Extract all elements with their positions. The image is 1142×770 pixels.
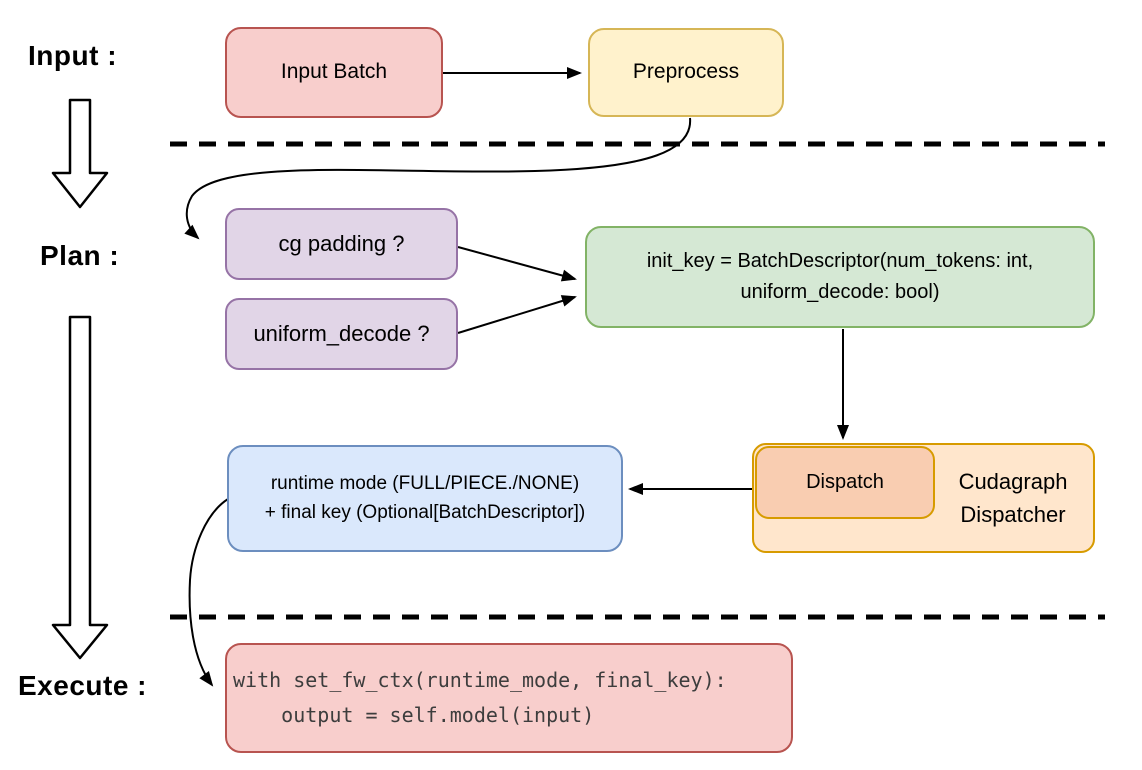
node-dispatch-label: Dispatch xyxy=(806,471,884,493)
runtime-mode-line1: runtime mode (FULL/PIECE./NONE) xyxy=(270,473,580,494)
node-runtime-mode-final-key: runtime mode (FULL/PIECE./NONE) + final … xyxy=(227,445,623,552)
node-init-key: init_key = BatchDescriptor(num_tokens: i… xyxy=(585,226,1095,328)
cudagraph-label-line2: Dispatcher xyxy=(960,502,1066,527)
node-cudagraph-dispatcher-label: Cudagraph Dispatcher xyxy=(937,445,1089,551)
stage-label-execute: Execute : xyxy=(18,670,147,701)
node-cg-padding: cg padding ? xyxy=(225,208,458,280)
node-uniform-decode: uniform_decode ? xyxy=(225,298,458,370)
node-cg-padding-label: cg padding ? xyxy=(278,231,405,257)
execute-code-line1: with set_fw_ctx(runtime_mode, final_key)… xyxy=(233,668,727,692)
node-cudagraph-dispatcher: Dispatch Cudagraph Dispatcher xyxy=(752,443,1095,553)
stage-label-plan: Plan : xyxy=(40,240,120,271)
stage-label-input: Input : xyxy=(28,40,118,71)
execute-code-line2: output = self.model(input) xyxy=(233,703,595,727)
node-init-key-line2: uniform_decode: bool) xyxy=(740,281,940,303)
plan-stage-down-arrow xyxy=(51,315,109,660)
arrow-cg-padding-to-init-key xyxy=(457,246,577,282)
node-uniform-decode-label: uniform_decode ? xyxy=(253,321,430,347)
node-input-batch-label: Input Batch xyxy=(280,60,388,84)
node-dispatch: Dispatch xyxy=(755,446,935,519)
node-execute-code: with set_fw_ctx(runtime_mode, final_key)… xyxy=(225,643,793,753)
arrow-uniform-decode-to-init-key xyxy=(457,295,577,334)
node-preprocess-label: Preprocess xyxy=(632,60,740,84)
runtime-mode-line2: + final key (Optional[BatchDescriptor]) xyxy=(264,501,586,523)
node-init-key-line1: init_key = BatchDescriptor(num_tokens: i… xyxy=(646,250,1034,272)
arrow-runtime-mode-to-execute-code xyxy=(188,498,229,687)
node-preprocess: Preprocess xyxy=(588,28,784,117)
arrow-preprocess-to-cg-padding xyxy=(184,117,692,240)
input-stage-down-arrow xyxy=(51,98,109,209)
cudagraph-label-line1: Cudagraph xyxy=(958,469,1068,494)
node-input-batch: Input Batch xyxy=(225,27,443,118)
